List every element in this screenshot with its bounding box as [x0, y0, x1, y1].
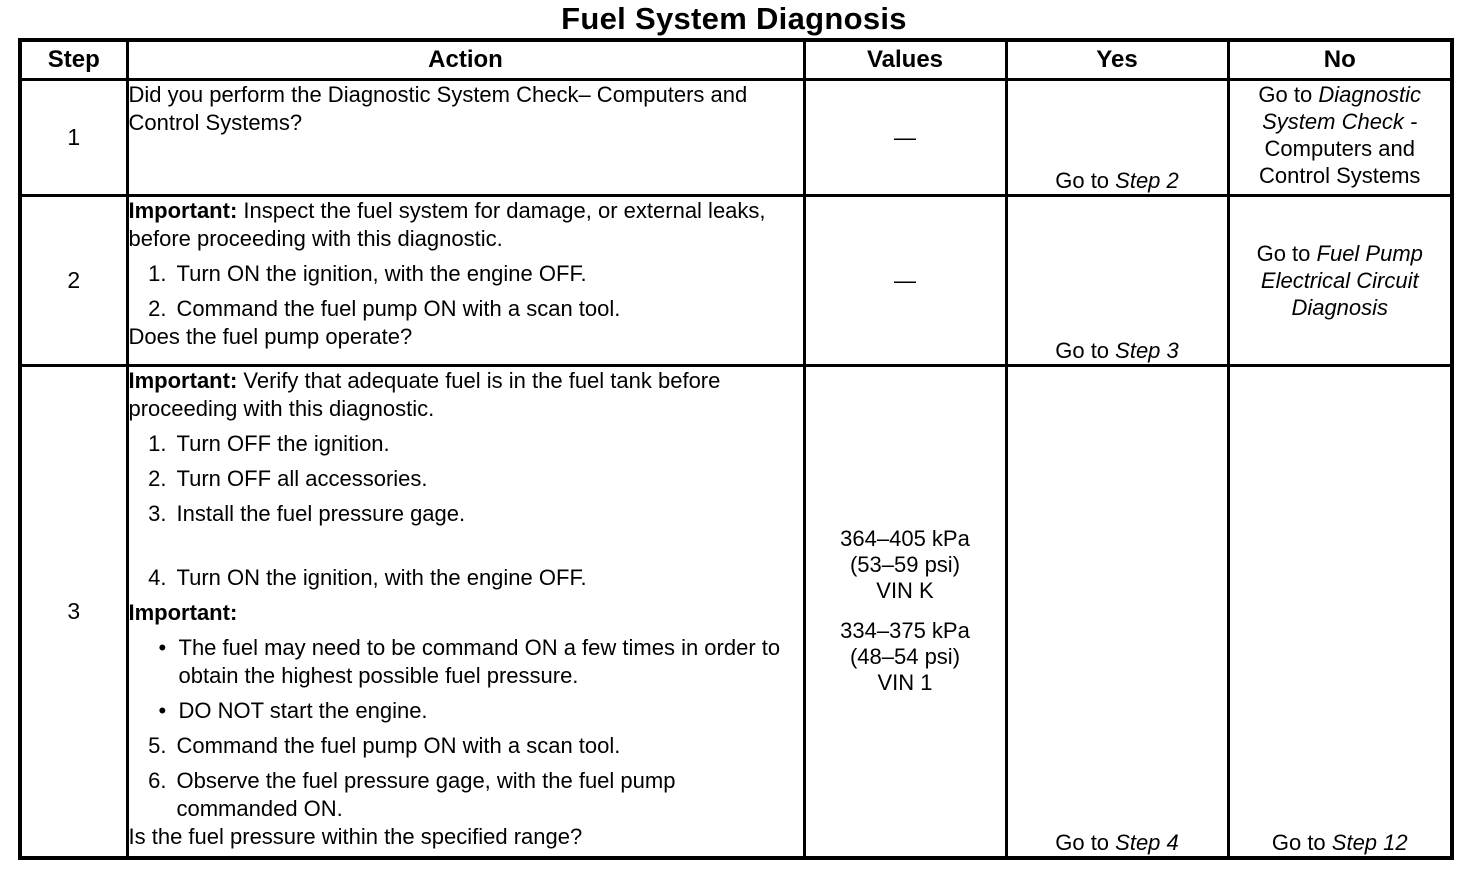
goto-text: Go to	[1271, 829, 1332, 855]
values-dash: —	[894, 267, 916, 293]
action-question: Is the fuel pressure within the specifie…	[128, 824, 583, 849]
step-item-number: 2.	[148, 296, 167, 321]
step-item-number: 3.	[148, 501, 167, 526]
numbered-step: 6. Observe the fuel pressure gage, with …	[130, 767, 801, 823]
table-row-step-2: 2 Important: Inspect the fuel system for…	[18, 194, 1454, 367]
action-question: Does the fuel pump operate?	[128, 324, 413, 349]
step-item-text: Install the fuel pressure gage.	[176, 501, 466, 526]
column-header-values: Values	[802, 38, 1008, 81]
spec-range: 364–405 kPa	[840, 526, 970, 552]
important-label: Important:	[128, 198, 238, 224]
step-item-text: Command the fuel pump ON with a scan too…	[176, 733, 621, 758]
important-note: Important: Inspect the fuel system for d…	[128, 198, 801, 254]
values-dash: —	[894, 124, 916, 150]
bullet-item: • DO NOT start the engine.	[130, 697, 801, 725]
step-item-number: 5.	[148, 733, 167, 758]
important-note: Important: Verify that adequate fuel is …	[128, 368, 801, 424]
action-cell: Did you perform the Diagnostic System Ch…	[125, 78, 806, 197]
goto-text: Go to	[1055, 338, 1116, 363]
numbered-step: 1. Turn ON the ignition, with the engine…	[130, 260, 801, 288]
goto-doc-ref: Fuel Pump	[1316, 241, 1423, 266]
numbered-step: 2. Turn OFF all accessories.	[130, 465, 801, 493]
goto-doc-ref: Electrical Circuit	[1260, 268, 1419, 293]
no-goto: Go to Fuel Pump Electrical Circuit Diagn…	[1231, 240, 1449, 321]
important-label: Important:	[128, 600, 238, 625]
step-item-text: Observe the fuel pressure gage, with the…	[176, 768, 676, 821]
bullet-icon: •	[158, 698, 167, 723]
action-question: Did you perform the Diagnostic System Ch…	[128, 82, 748, 136]
column-header-step: Step	[18, 38, 129, 81]
bullet-text: The fuel may need to be command ON a few…	[178, 635, 781, 688]
action-cell: Important: Verify that adequate fuel is …	[125, 364, 806, 859]
numbered-step: 5. Command the fuel pump ON with a scan …	[130, 732, 801, 760]
numbered-step: 3. Install the fuel pressure gage.	[130, 500, 801, 528]
numbered-step: 4. Turn ON the ignition, with the engine…	[130, 564, 801, 592]
no-cell: Go to Step 12	[1226, 364, 1454, 859]
goto-step-ref: Step 2	[1115, 168, 1179, 193]
important-label: Important:	[128, 368, 238, 394]
yes-goto: Go to Step 3	[1009, 337, 1225, 363]
step-item-text: Turn OFF the ignition.	[176, 431, 390, 456]
spec-range-psi: (53–59 psi)	[849, 552, 961, 578]
goto-doc-ref: System Check -	[1262, 109, 1418, 134]
values-cell: —	[802, 78, 1008, 197]
step-item-text: Turn ON the ignition, with the engine OF…	[176, 565, 587, 590]
column-header-action: Action	[125, 38, 806, 81]
step-number: 3	[18, 364, 129, 859]
spec-range: 334–375 kPa	[840, 618, 970, 644]
table-row-step-1: 1 Did you perform the Diagnostic System …	[18, 78, 1454, 197]
step-item-number: 6.	[148, 768, 167, 793]
spec-vin: VIN 1	[877, 670, 933, 696]
goto-doc-ref: Diagnosis	[1291, 295, 1389, 320]
step-item-text: Turn ON the ignition, with the engine OF…	[176, 261, 587, 286]
numbered-step: 1. Turn OFF the ignition.	[130, 430, 801, 458]
goto-step-ref: Step 3	[1115, 338, 1179, 363]
values-cell: —	[802, 194, 1008, 367]
no-goto: Go to Step 12	[1231, 829, 1449, 855]
step-item-number: 1.	[148, 261, 167, 286]
goto-doc-ref: Diagnostic	[1318, 82, 1422, 108]
step-item-number: 1.	[148, 431, 167, 456]
numbered-step: 2. Command the fuel pump ON with a scan …	[130, 295, 801, 323]
no-cell: Go to Diagnostic System Check - Computer…	[1226, 78, 1454, 197]
diagnosis-table: Step Action Values Yes No 1 Did you perf…	[18, 38, 1454, 860]
goto-text: Go to	[1258, 82, 1319, 108]
goto-doc-ref-plain: Computers and	[1264, 136, 1415, 161]
pressure-spec-vin-1: 334–375 kPa (48–54 psi) VIN 1	[807, 618, 1003, 696]
no-goto: Go to Diagnostic System Check - Computer…	[1231, 82, 1449, 190]
table-row-step-3: 3 Important: Verify that adequate fuel i…	[18, 364, 1454, 859]
column-header-yes: Yes	[1004, 38, 1230, 81]
yes-goto: Go to Step 4	[1009, 829, 1225, 855]
bullet-text: DO NOT start the engine.	[178, 698, 428, 723]
yes-cell: Go to Step 3	[1004, 194, 1230, 367]
goto-step-ref: Step 12	[1331, 829, 1408, 855]
goto-step-ref: Step 4	[1115, 829, 1179, 855]
important-text: Inspect the fuel system for damage, or e…	[128, 198, 766, 252]
page-title: Fuel System Diagnosis	[561, 1, 907, 36]
spec-range-psi: (48–54 psi)	[849, 644, 961, 670]
step-item-number: 4.	[148, 565, 167, 590]
goto-doc-ref-plain: Control Systems	[1259, 163, 1421, 188]
yes-cell: Go to Step 4	[1004, 364, 1230, 859]
spec-vin: VIN K	[876, 578, 934, 604]
yes-cell: Go to Step 2	[1004, 78, 1230, 197]
bullet-icon: •	[158, 635, 167, 660]
no-cell: Go to Fuel Pump Electrical Circuit Diagn…	[1226, 194, 1454, 367]
step-item-text: Command the fuel pump ON with a scan too…	[176, 296, 621, 321]
values-cell: 364–405 kPa (53–59 psi) VIN K 334–375 kP…	[802, 364, 1008, 859]
step-item-number: 2.	[148, 466, 167, 491]
step-item-text: Turn OFF all accessories.	[176, 466, 428, 491]
yes-goto: Go to Step 2	[1009, 167, 1225, 193]
column-header-no: No	[1226, 38, 1454, 81]
goto-text: Go to	[1055, 829, 1116, 855]
important-text: Verify that adequate fuel is in the fuel…	[128, 368, 721, 422]
action-cell: Important: Inspect the fuel system for d…	[125, 194, 806, 367]
step-number: 2	[18, 194, 129, 367]
bullet-item: • The fuel may need to be command ON a f…	[130, 634, 801, 690]
step-number: 1	[18, 78, 129, 197]
pressure-spec-vin-k: 364–405 kPa (53–59 psi) VIN K	[807, 526, 1003, 604]
goto-text: Go to	[1256, 241, 1317, 266]
goto-text: Go to	[1055, 168, 1116, 193]
header-row: Step Action Values Yes No	[18, 38, 1454, 81]
